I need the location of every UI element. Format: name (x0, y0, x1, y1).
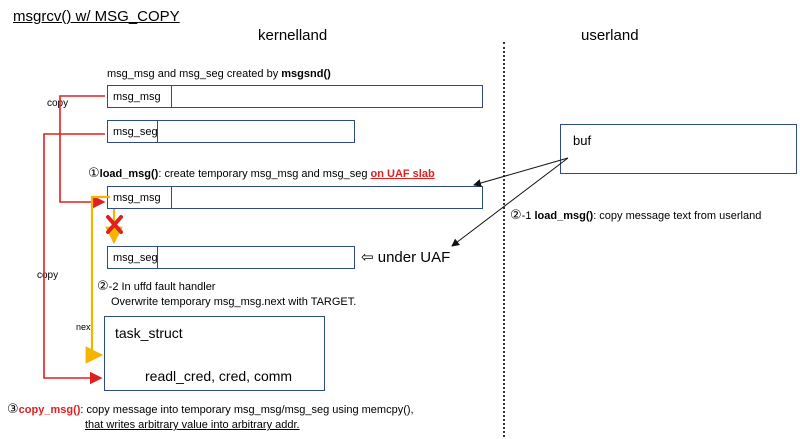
buf-to-seg-arrow (451, 157, 569, 247)
userland-buf-box: buf (560, 124, 797, 174)
msg-msg-box-temporary: msg_msg (107, 186, 483, 209)
buf-label: buf (573, 133, 592, 148)
under-uaf-label: ⇦ under UAF (361, 249, 451, 266)
msg-seg-temp-label: msg_seg (108, 247, 158, 268)
red-x-icon (106, 215, 123, 234)
msg-msg-label: msg_msg (108, 86, 172, 107)
copy-arrow-msg (59, 95, 106, 209)
next-pointer-arrow (85, 195, 110, 364)
copy-label-top: copy (47, 98, 69, 109)
userland-header: userland (581, 27, 639, 44)
diagram-title: msgrcv() w/ MSG_COPY (13, 8, 180, 25)
copy-label-mid: copy (37, 270, 59, 281)
step3-caption: ③copy_msg(): copy message into temporary… (7, 401, 414, 431)
task-struct-label: task_struct (115, 325, 183, 341)
step2-1-caption: ②-1 load_msg(): copy message text from u… (510, 207, 762, 222)
task-struct-box: task_struct readl_cred, cred, comm (104, 316, 325, 391)
buf-to-msg-arrow (473, 157, 569, 187)
msg-seg-box-temporary: msg_seg (107, 246, 355, 269)
next-label: next (76, 322, 94, 332)
kernelland-header: kernelland (258, 27, 328, 44)
msg-msg-temp-label: msg_msg (108, 187, 172, 208)
top-caption: msg_msg and msg_seg created by msgsnd() (107, 68, 331, 80)
msg-msg-box-original: msg_msg (107, 85, 483, 108)
msg-seg-label: msg_seg (108, 121, 158, 142)
kernel-user-divider (503, 42, 505, 437)
msg-seg-box-original: msg_seg (107, 120, 355, 143)
step2-2-caption: ②-2 In uffd fault handler Overwrite temp… (97, 278, 357, 308)
step1-caption: ①load_msg(): create temporary msg_msg an… (88, 165, 435, 180)
task-struct-fields: readl_cred, cred, comm (145, 368, 293, 384)
copy-arrow-seg (43, 133, 105, 385)
